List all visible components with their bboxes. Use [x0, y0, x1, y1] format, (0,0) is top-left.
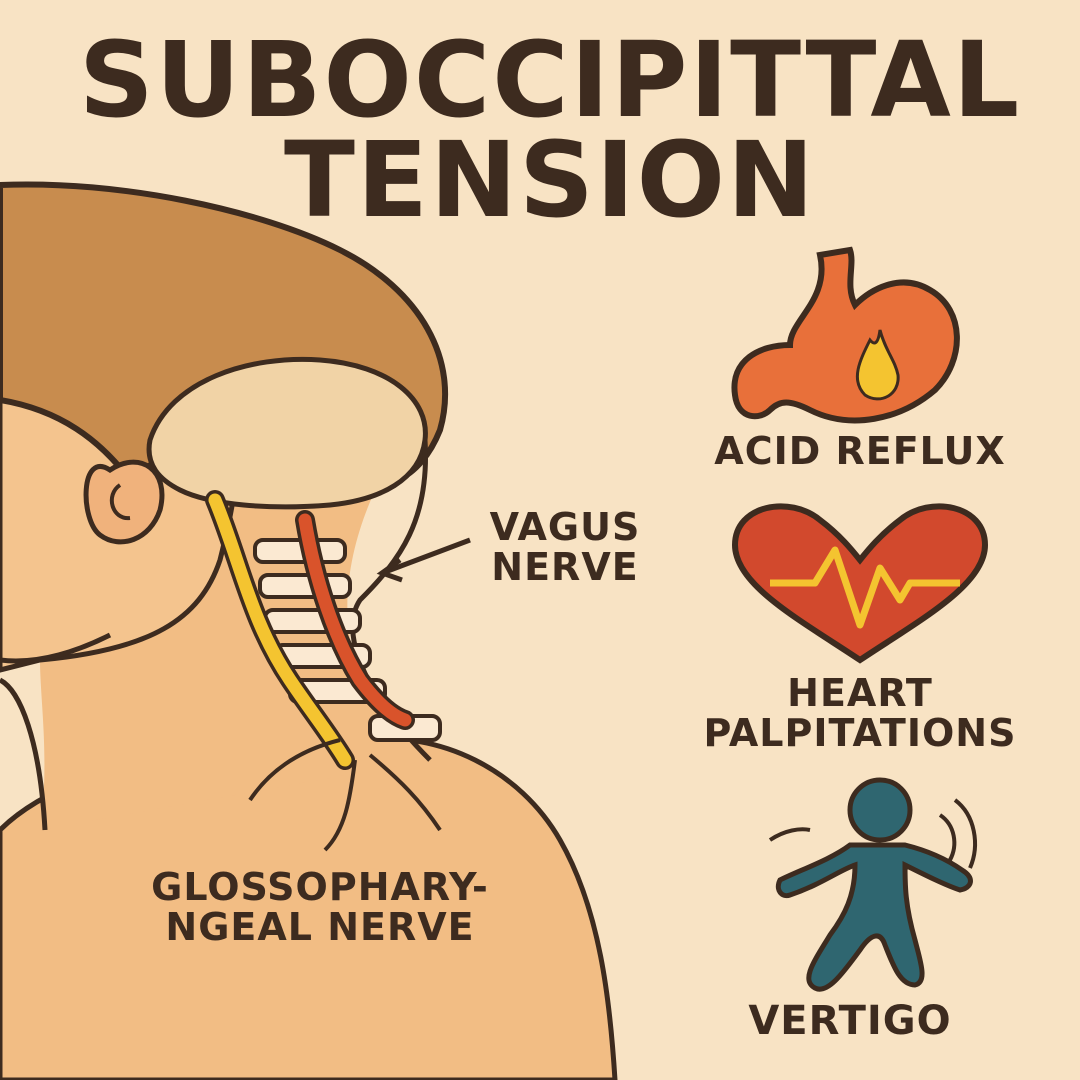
title-line-1: SUBOCCIPITTAL — [78, 19, 1022, 141]
dizzy-person-icon — [768, 777, 977, 992]
heart-pulse-icon — [731, 503, 989, 664]
title-line-2: TENSION — [283, 119, 817, 241]
vertigo-label: VERTIGO — [748, 998, 952, 1044]
vagus-arrow — [376, 537, 471, 583]
vagus-nerve-label: VAGUS NERVE — [455, 505, 675, 589]
neck-front-outline — [0, 677, 48, 831]
heart-label-line1: HEART — [787, 671, 933, 715]
glosso-label-line2: NGEAL NERVE — [165, 904, 475, 949]
jaw-line — [0, 632, 112, 664]
shoulder-nerve-branches — [248, 738, 442, 852]
stomach-fire-icon — [731, 246, 960, 424]
glossopharyngeal-nerve-label: GLOSSOPHARY- NGEAL NERVE — [110, 865, 530, 949]
vagus-label-line1: VAGUS — [489, 505, 641, 549]
heart-palpitations-label: HEART PALPITATIONS — [670, 671, 1050, 755]
glosso-label-line1: GLOSSOPHARY- — [151, 865, 489, 909]
vagus-label-line2: NERVE — [491, 544, 639, 589]
heart-label-line2: PALPITATIONS — [703, 710, 1017, 755]
ear-shape — [83, 459, 165, 545]
acid-reflux-label: ACID REFLUX — [714, 429, 1006, 473]
skull-cutaway — [146, 356, 428, 510]
